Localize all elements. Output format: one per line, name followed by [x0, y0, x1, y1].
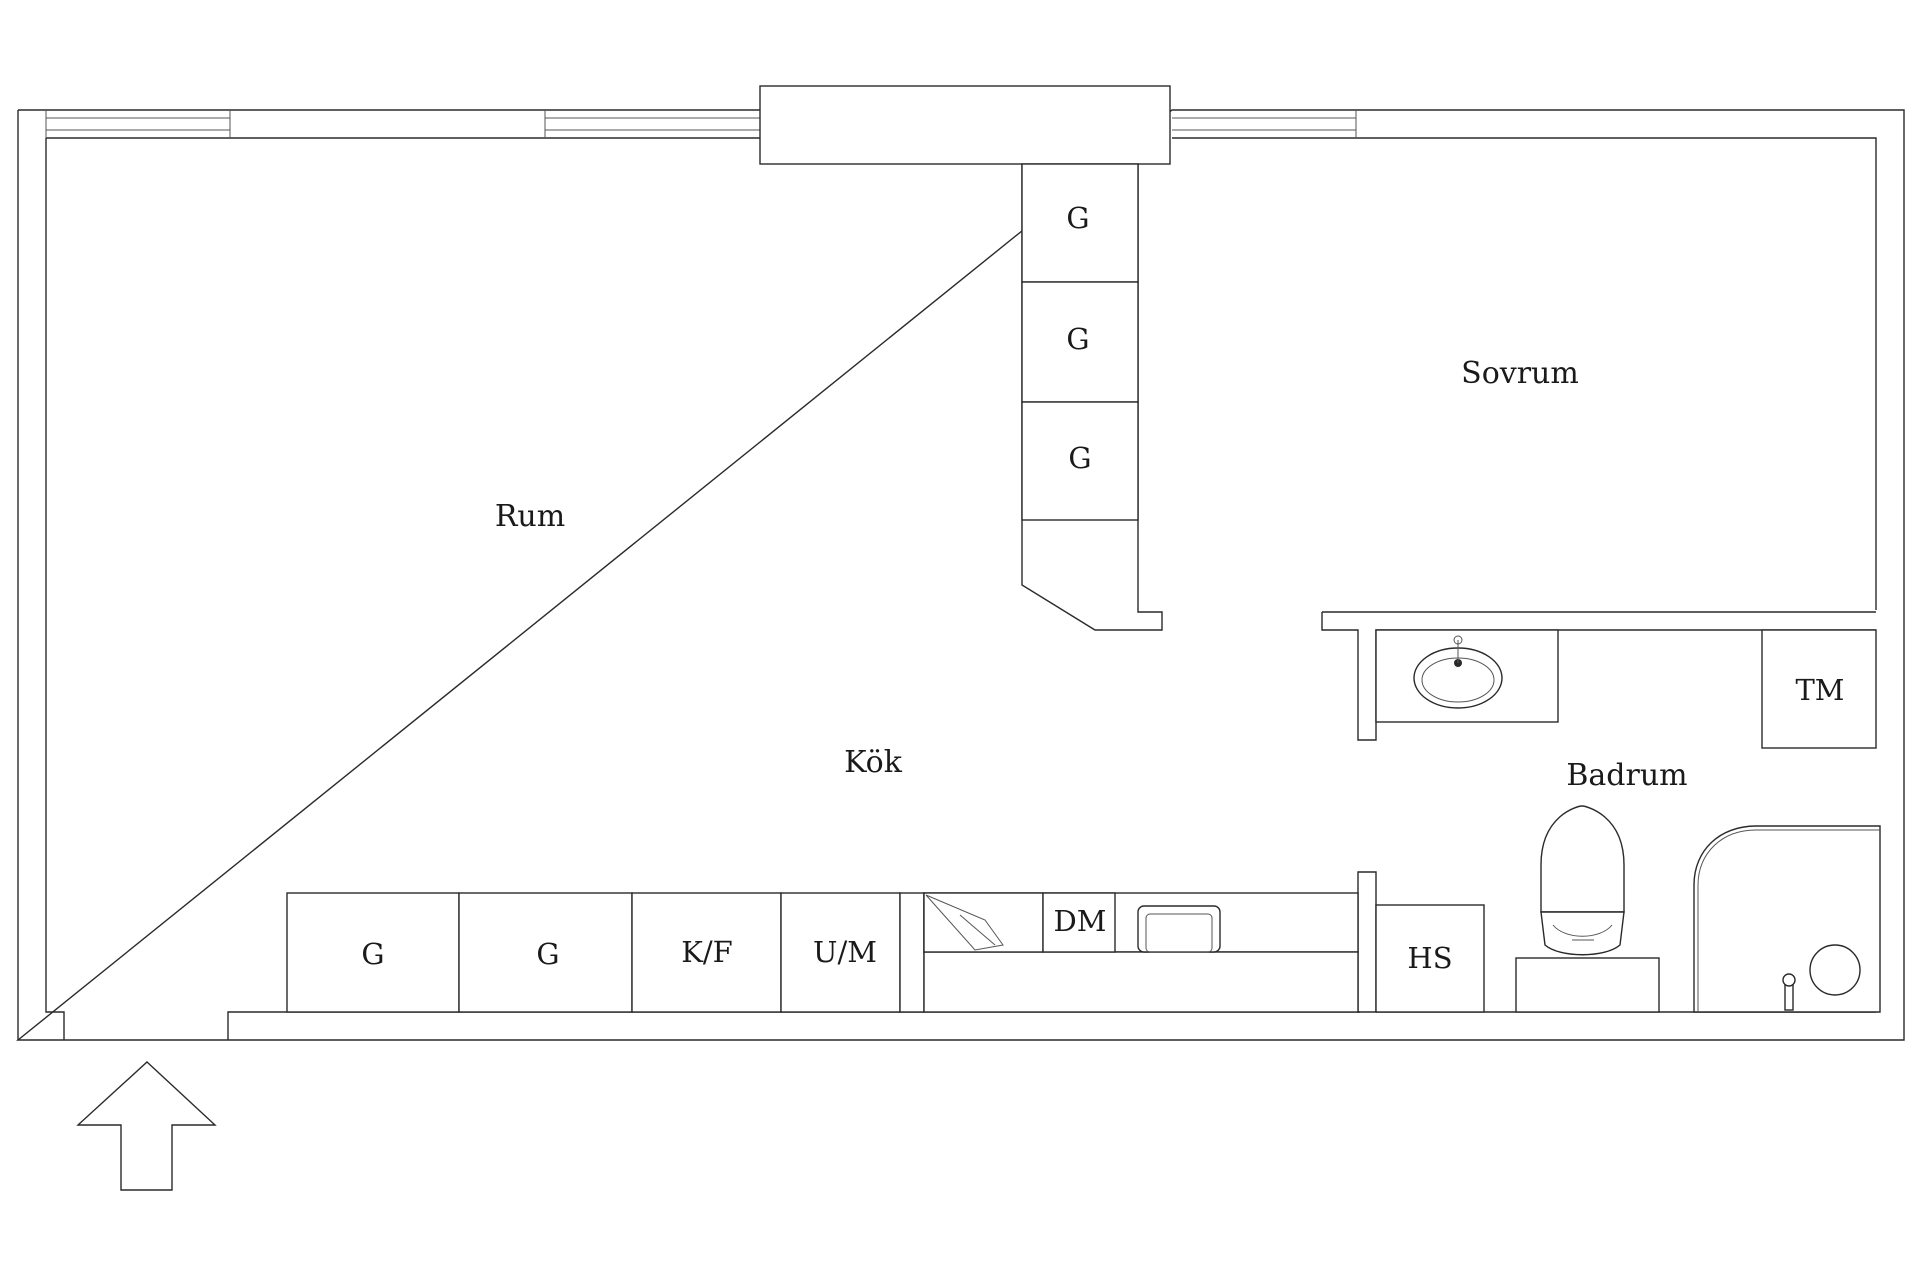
kitchen-sink-icon — [1137, 905, 1221, 953]
tumble-dryer-label: TM — [1795, 673, 1844, 707]
oven-microwave — [780, 892, 901, 1013]
room-label-badrum: Badrum — [1566, 758, 1687, 793]
bay-box — [759, 85, 1171, 165]
room-label-rum: Rum — [495, 499, 565, 534]
stove-icon — [925, 894, 1004, 951]
fridge-freezer — [631, 892, 782, 1013]
hall-cabinet — [1375, 904, 1485, 1013]
tumble-dryer — [1761, 629, 1877, 749]
room-label-kok: Kök — [844, 745, 903, 780]
kitchen-cabinet-g-1 — [286, 892, 460, 1013]
wardrobe-label-2: G — [1066, 322, 1089, 356]
exterior-walls — [16, 109, 1905, 1041]
windows — [45, 110, 1357, 138]
wardrobe-label-3: G — [1068, 441, 1091, 475]
kitchen-counter — [286, 892, 1359, 1013]
wardrobe-label-1: G — [1066, 201, 1089, 235]
wardrobe-cabinet-3 — [1021, 401, 1139, 521]
kitchen-cabinet-label-1: G — [361, 937, 384, 971]
wardrobe-partition — [1021, 163, 1163, 631]
toilet-base — [1515, 957, 1660, 1013]
oven-microwave-label: U/M — [813, 935, 877, 969]
wardrobe-cabinet-2 — [1021, 281, 1139, 403]
kitchen-cabinet-label-2: G — [536, 937, 559, 971]
shower-icon — [1693, 825, 1881, 1013]
dishwasher — [1042, 892, 1116, 953]
wardrobe-cabinet-1 — [1021, 163, 1139, 283]
entrance-arrow-icon — [76, 1061, 217, 1191]
washbasin-icon — [1413, 635, 1503, 709]
countertop-lower — [923, 951, 1359, 1013]
counter-segment — [899, 892, 925, 1013]
bathroom-fixtures — [1375, 629, 1881, 1013]
kitchen-cabinet-g-2 — [458, 892, 633, 1013]
hall-cabinet-label: HS — [1407, 941, 1452, 975]
dishwasher-label: DM — [1054, 904, 1107, 938]
room-label-sovrum: Sovrum — [1461, 356, 1579, 391]
fridge-freezer-label: K/F — [681, 935, 733, 969]
toilet-icon — [1540, 805, 1625, 956]
